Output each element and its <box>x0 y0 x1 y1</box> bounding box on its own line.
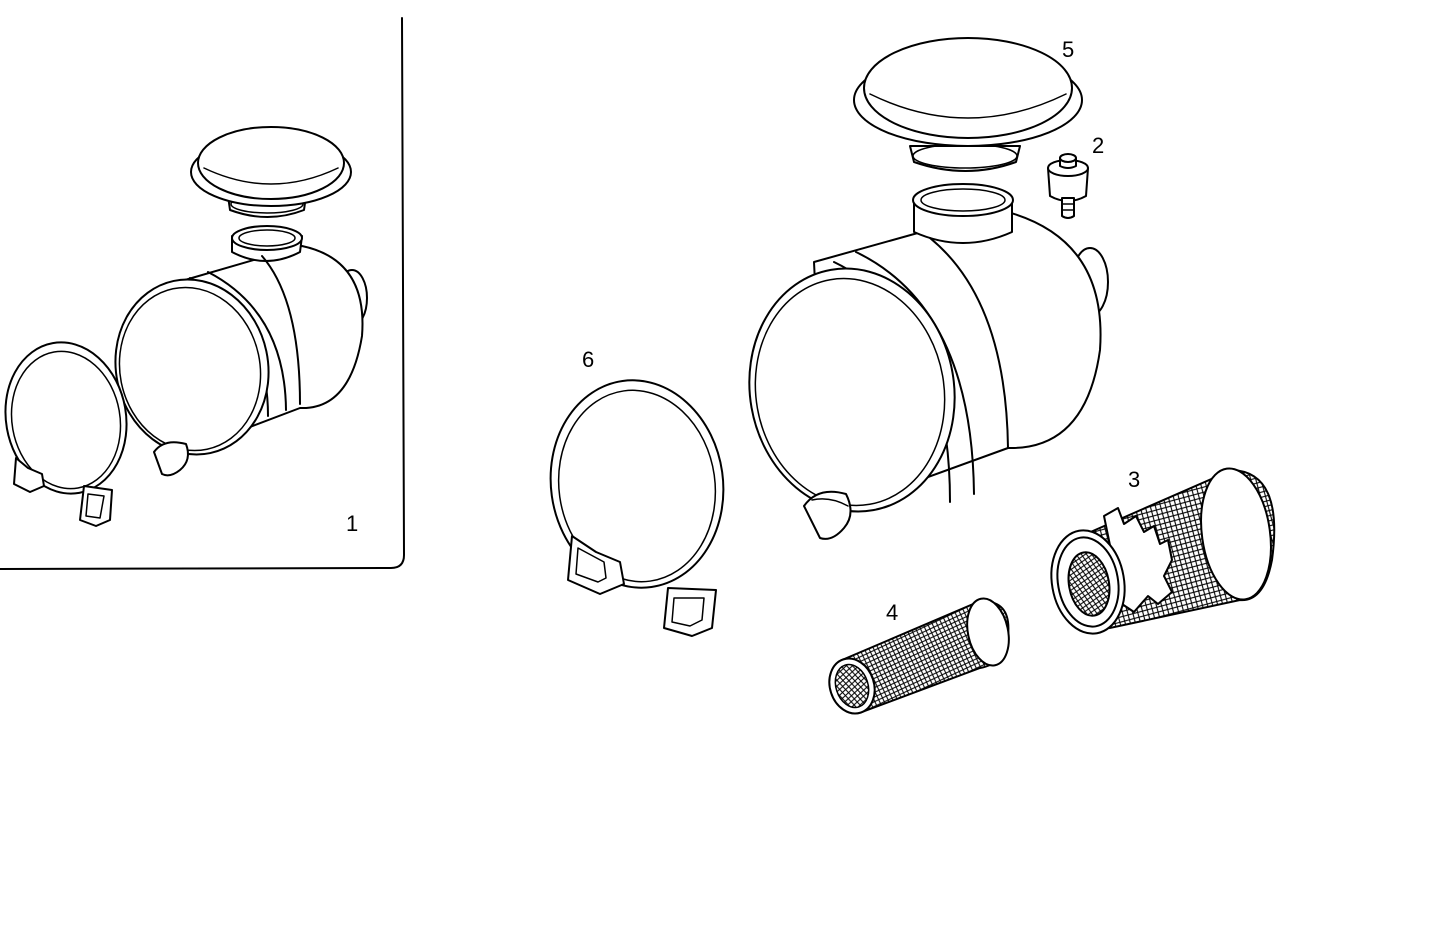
callout-5: 5 <box>1062 37 1074 62</box>
callout-1: 1 <box>346 511 358 536</box>
inset-cover <box>190 126 352 218</box>
safety-element-part <box>828 597 1010 715</box>
inset-housing <box>114 225 368 477</box>
callout-3: 3 <box>1128 467 1140 492</box>
assembly-inset: 1 <box>0 17 405 570</box>
callout-6: 6 <box>582 347 594 372</box>
clamp-band-part <box>549 379 725 637</box>
valve-part <box>1047 153 1089 219</box>
main-element-part <box>1050 467 1276 635</box>
inset-clamp <box>4 341 128 527</box>
cover-part <box>853 37 1083 172</box>
housing-part <box>748 183 1109 540</box>
callout-4: 4 <box>886 600 898 625</box>
inset-frame <box>0 17 405 570</box>
callout-2: 2 <box>1092 133 1104 158</box>
